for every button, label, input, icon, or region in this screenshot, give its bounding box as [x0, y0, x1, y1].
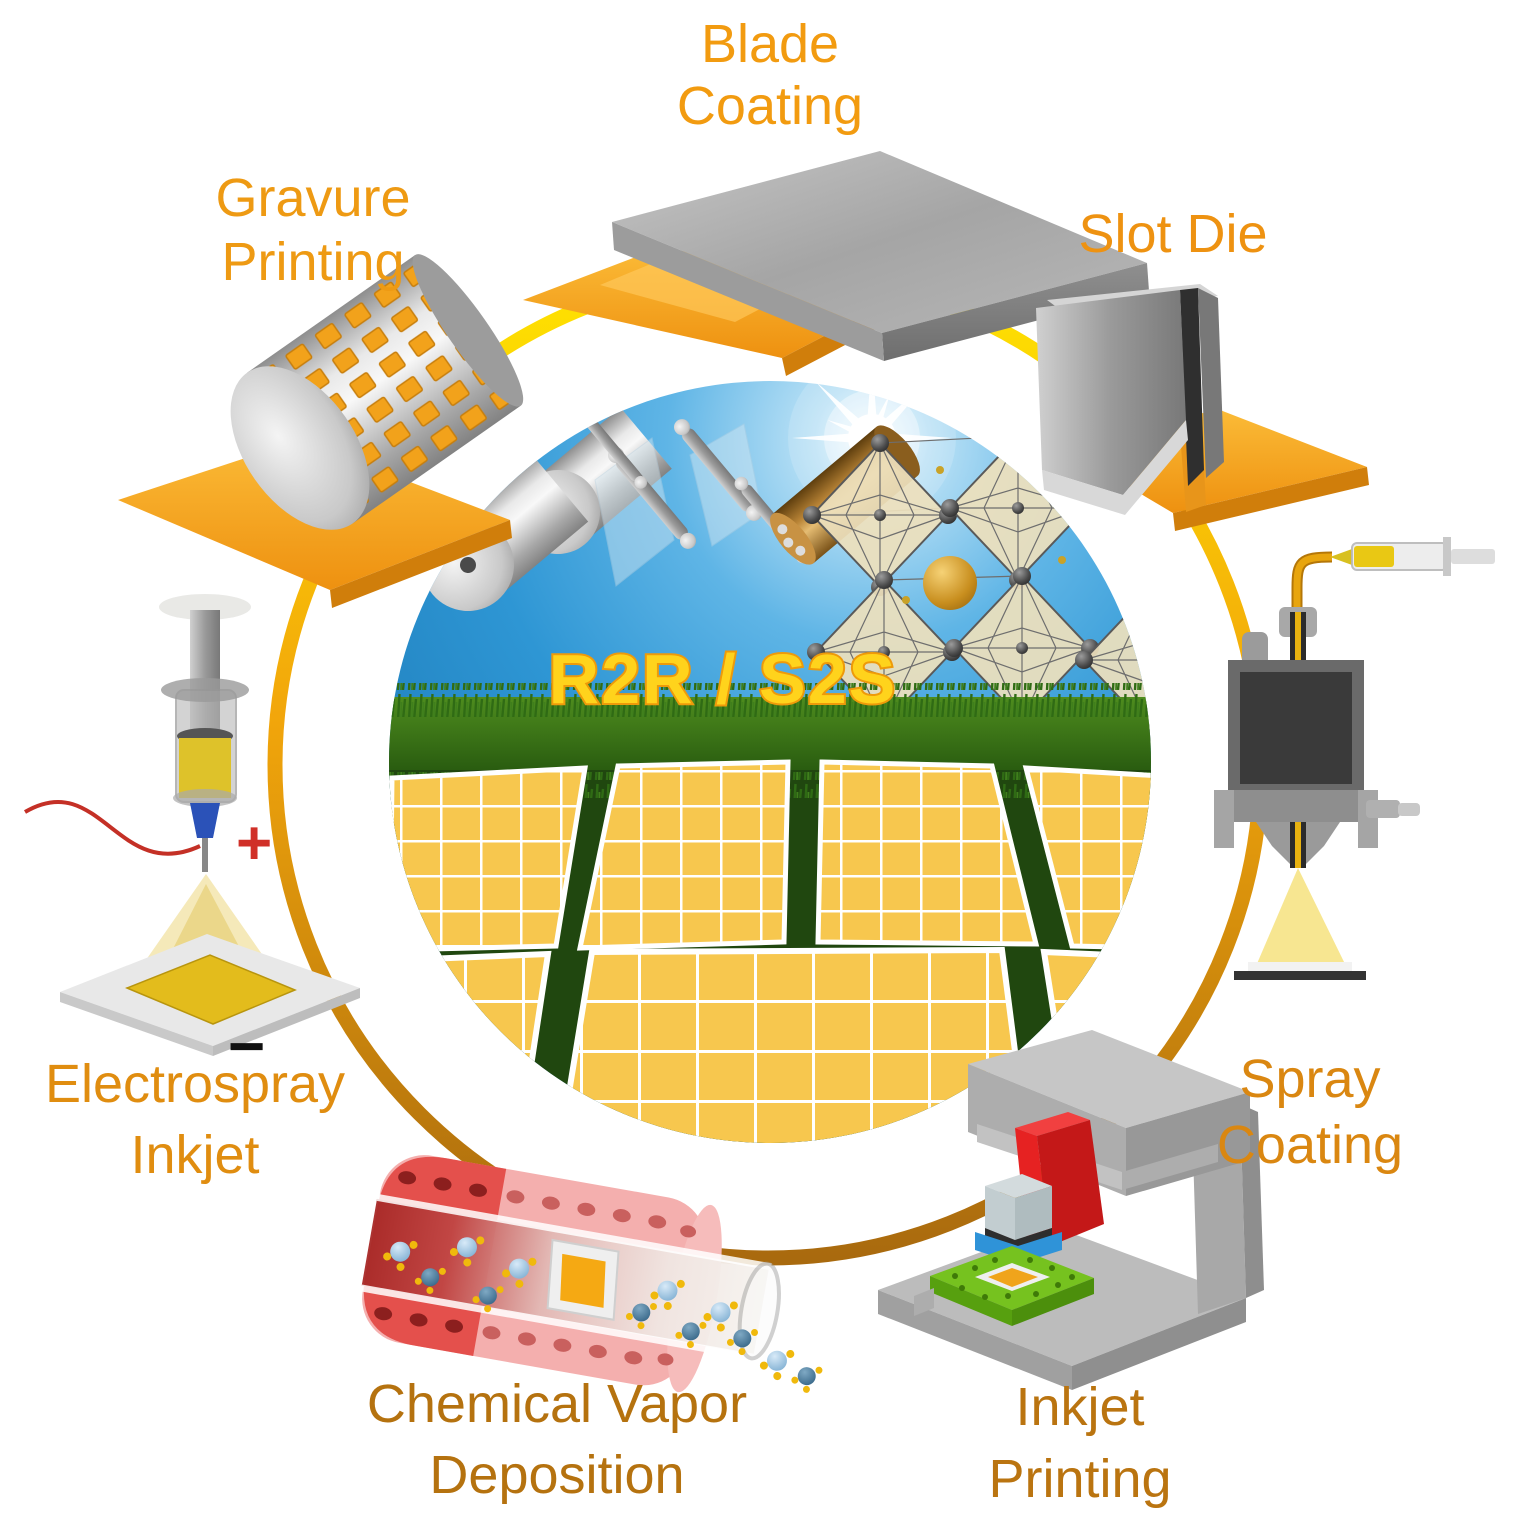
label-blade-coating: Blade — [701, 14, 839, 74]
method-labels: Blade Coating Gravure Printing Slot Die … — [45, 14, 1403, 1509]
center-scene: R2R / S2S — [389, 381, 1151, 1143]
spray-substrate — [1248, 962, 1352, 971]
minus-electrode-sign: − — [228, 1010, 265, 1082]
slot-die-illustration — [1036, 284, 1369, 531]
inkjet-printing-illustration — [878, 1030, 1264, 1390]
electrospray-inkjet-illustration: + − — [23, 594, 360, 1082]
caption-r2r-s2s: R2R / S2S — [549, 640, 898, 718]
solar-panel — [576, 759, 791, 951]
label-gravure-printing: Gravure — [215, 168, 410, 228]
label-chemical-vapor-deposition: Deposition — [429, 1445, 684, 1505]
label-gravure-printing: Printing — [221, 232, 404, 292]
label-spray-coating: Spray — [1239, 1049, 1380, 1109]
electrospray-syringe-icon — [159, 594, 251, 872]
cvd-illustration — [360, 1155, 824, 1395]
cvd-substrate — [560, 1253, 606, 1308]
solar-panel — [815, 759, 1040, 947]
needle-hub — [190, 803, 220, 838]
needle — [202, 838, 208, 872]
gravure-cylinder-icon — [230, 254, 524, 530]
gold-cation-sphere — [923, 556, 977, 610]
spray-nozzle-icon — [1214, 607, 1420, 868]
electrode-wire — [23, 799, 201, 856]
print-bed — [914, 1246, 1094, 1326]
spray-syringe-icon — [1291, 537, 1495, 612]
slot-die-head-icon — [1036, 284, 1224, 515]
label-inkjet-printing: Inkjet — [1015, 1377, 1144, 1437]
label-electrospray-inkjet: Electrospray — [45, 1054, 345, 1114]
label-spray-coating: Coating — [1217, 1115, 1403, 1175]
gravure-printing-illustration — [118, 254, 524, 608]
spray-cone — [1256, 868, 1346, 966]
label-electrospray-inkjet: Inkjet — [130, 1125, 259, 1185]
blade-coating-illustration — [523, 151, 1149, 376]
label-slot-die: Slot Die — [1078, 204, 1267, 264]
tube-furnace-icon — [360, 1155, 781, 1393]
plus-electrode-sign: + — [236, 809, 272, 878]
perovskite-crystal-icon — [802, 426, 1151, 742]
spray-coating-illustration — [1214, 537, 1495, 980]
electrospray-substrate — [60, 934, 360, 1056]
label-inkjet-printing: Printing — [988, 1449, 1171, 1509]
blade-icon — [612, 151, 1149, 361]
label-chemical-vapor-deposition: Chemical Vapor — [367, 1374, 747, 1434]
label-blade-coating: Coating — [677, 76, 863, 136]
